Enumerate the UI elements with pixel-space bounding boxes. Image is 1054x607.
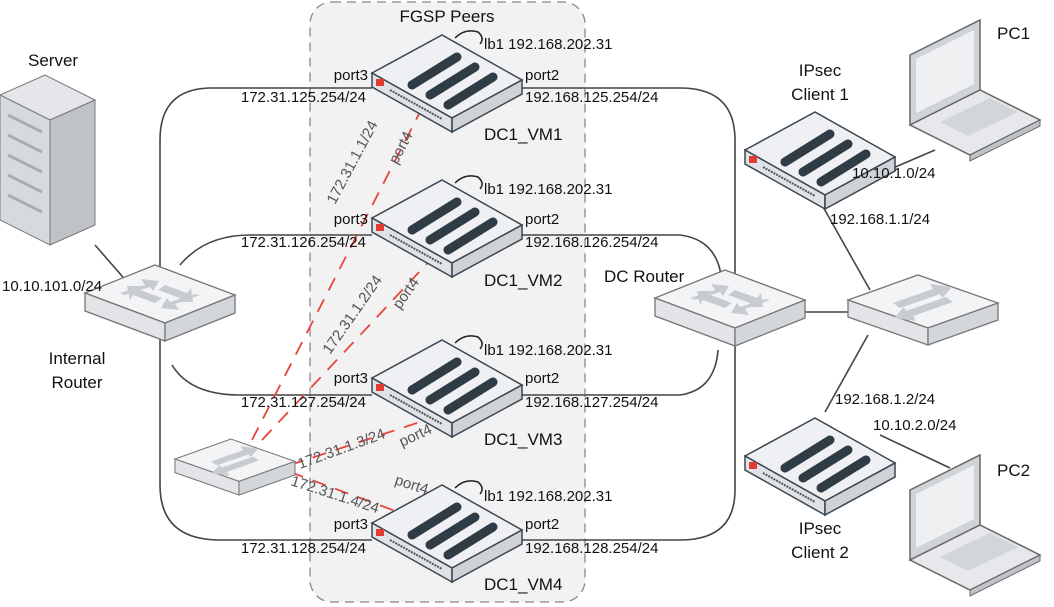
server-subnet: 10.10.101.0/24 [2,278,102,295]
port2-label: port2 [525,67,559,84]
fgsp-group-box [309,1,586,603]
port2-label: port2 [525,211,559,228]
internal-router-label-2: Router [51,373,102,392]
client1-lan: 10.10.1.0/24 [852,165,935,182]
lb1-label: lb1 192.168.202.31 [484,181,612,198]
heartbeat-switch-icon [174,438,296,496]
firewall-name: DC1_VM3 [484,430,562,449]
port3-label: port3 [334,370,368,387]
core-switch-icon [847,274,999,346]
loopback-icons [454,30,483,495]
client2-label-2: Client 2 [791,543,849,562]
server-icon [0,74,97,246]
client2-label-1: IPsec [799,519,842,538]
pc2-label: PC2 [997,461,1030,480]
client1-label-2: Client 1 [791,85,849,104]
port2-label: port2 [525,370,559,387]
heartbeat-links [251,111,436,513]
pc1-label: PC1 [997,24,1030,43]
lb1-label: lb1 192.168.202.31 [484,488,612,505]
firewall-name: DC1_VM1 [484,125,562,144]
firewall-name: DC1_VM2 [484,271,562,290]
client2-lan: 10.10.2.0/24 [873,417,956,434]
lb1-label: lb1 192.168.202.31 [484,36,612,53]
internal-router-icon [84,264,236,342]
port3-ip: 172.31.128.254/24 [241,540,366,557]
firewall-name: DC1_VM4 [484,575,562,594]
client1-wan: 192.168.1.1/24 [830,211,930,228]
port3-ip: 172.31.125.254/24 [241,89,366,106]
client1-label-1: IPsec [799,61,842,80]
ipsec-client1-icon [745,112,895,209]
port2-ip: 192.168.125.254/24 [525,89,658,106]
server-label: Server [28,51,78,70]
port2-ip: 192.168.128.254/24 [525,540,658,557]
lb1-label: lb1 192.168.202.31 [484,342,612,359]
client2-wan: 192.168.1.2/24 [835,391,935,408]
port3-label: port3 [334,211,368,228]
port3-ip: 172.31.127.254/24 [241,394,366,411]
port2-label: port2 [525,516,559,533]
fgsp-group-title: FGSP Peers [399,7,494,26]
port3-label: port3 [334,67,368,84]
port2-ip: 192.168.126.254/24 [525,234,658,251]
port3-label: port3 [334,516,368,533]
port3-ip: 172.31.126.254/24 [241,234,366,251]
dc-router-label: DC Router [604,267,685,286]
links [94,87,951,541]
port2-ip: 192.168.127.254/24 [525,394,658,411]
internal-router-label-1: Internal [49,349,106,368]
